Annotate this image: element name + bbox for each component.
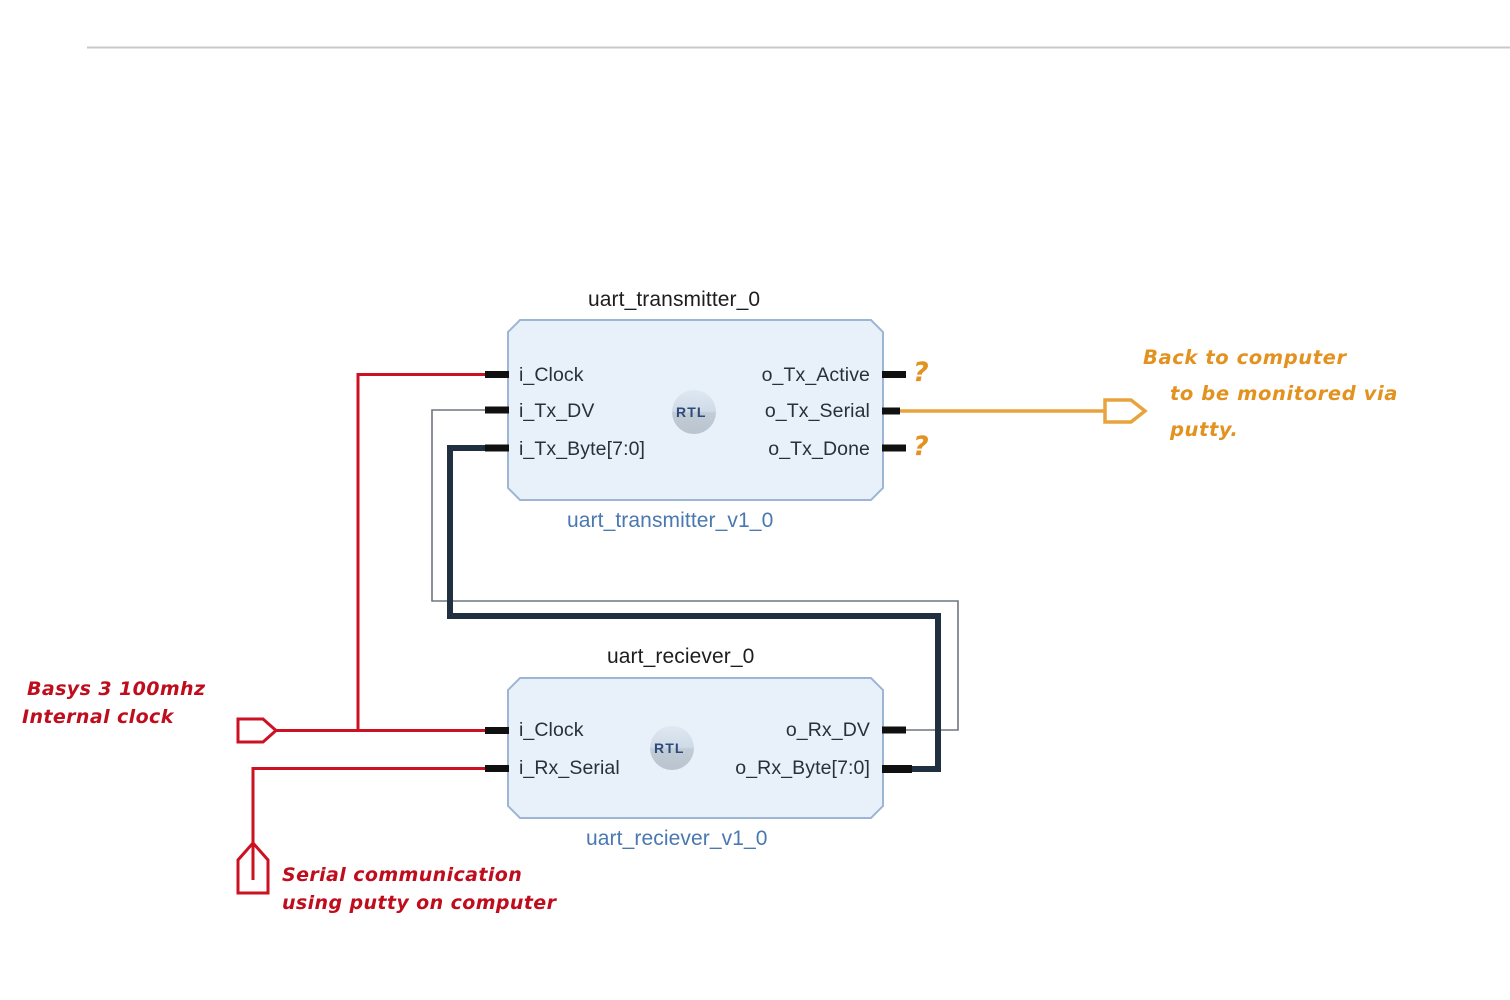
serial-input-port <box>236 840 270 895</box>
question-mark-tx-active: ? <box>913 357 929 388</box>
monitor-note-line1: Back to computer <box>1143 346 1347 369</box>
net-rx-dv-to-tx-dv <box>431 409 959 731</box>
rtl-logo-label-tx: RTL <box>676 404 707 420</box>
transmitter-title: uart_transmitter_0 <box>588 288 761 311</box>
pin-label-o-rx-byte: o_Rx_Byte[7:0] <box>735 757 870 779</box>
clock-input-port <box>236 717 279 744</box>
net-tx-serial-orange <box>883 398 1148 424</box>
net-rx-serial-red <box>236 767 508 895</box>
receiver-body <box>507 677 884 819</box>
serial-output-port <box>1103 398 1148 424</box>
serial-note-line1: Serial communication <box>282 864 523 886</box>
rtl-logo-circle-rx <box>650 726 694 770</box>
transmitter-module-label: uart_transmitter_v1_0 <box>567 509 774 532</box>
net-rx-byte-bus <box>447 445 941 772</box>
rtl-logo-circle-tx <box>672 390 716 434</box>
rtl-logo-label-rx: RTL <box>654 740 685 756</box>
question-mark-tx-done: ? <box>913 431 929 462</box>
pin-label-o-tx-serial: o_Tx_Serial <box>764 400 870 422</box>
clock-note-line2: Internal clock <box>22 706 174 728</box>
pin-label-i-clock-tx: i_Clock <box>519 364 584 386</box>
pin-label-o-tx-done: o_Tx_Done <box>768 438 870 460</box>
receiver-title: uart_reciever_0 <box>607 645 755 668</box>
block-uart-transmitter[interactable] <box>485 319 906 501</box>
pin-label-o-tx-active: o_Tx_Active <box>761 364 870 386</box>
clock-note-line1: Basys 3 100mhz <box>27 678 206 700</box>
serial-note-line2: using putty on computer <box>282 892 557 914</box>
pin-label-i-clock-rx: i_Clock <box>519 719 584 741</box>
monitor-note-line3: putty. <box>1170 418 1239 441</box>
monitor-note-line2: to be monitored via <box>1170 382 1399 405</box>
net-clock-red <box>236 373 508 744</box>
receiver-module-label: uart_reciever_v1_0 <box>586 827 768 850</box>
pin-label-i-tx-byte: i_Tx_Byte[7:0] <box>519 438 646 460</box>
pin-label-i-tx-dv: i_Tx_DV <box>519 400 595 422</box>
block-uart-receiver[interactable] <box>485 677 912 819</box>
pin-label-i-rx-serial: i_Rx_Serial <box>519 757 620 779</box>
pin-label-o-rx-dv: o_Rx_DV <box>785 719 870 741</box>
